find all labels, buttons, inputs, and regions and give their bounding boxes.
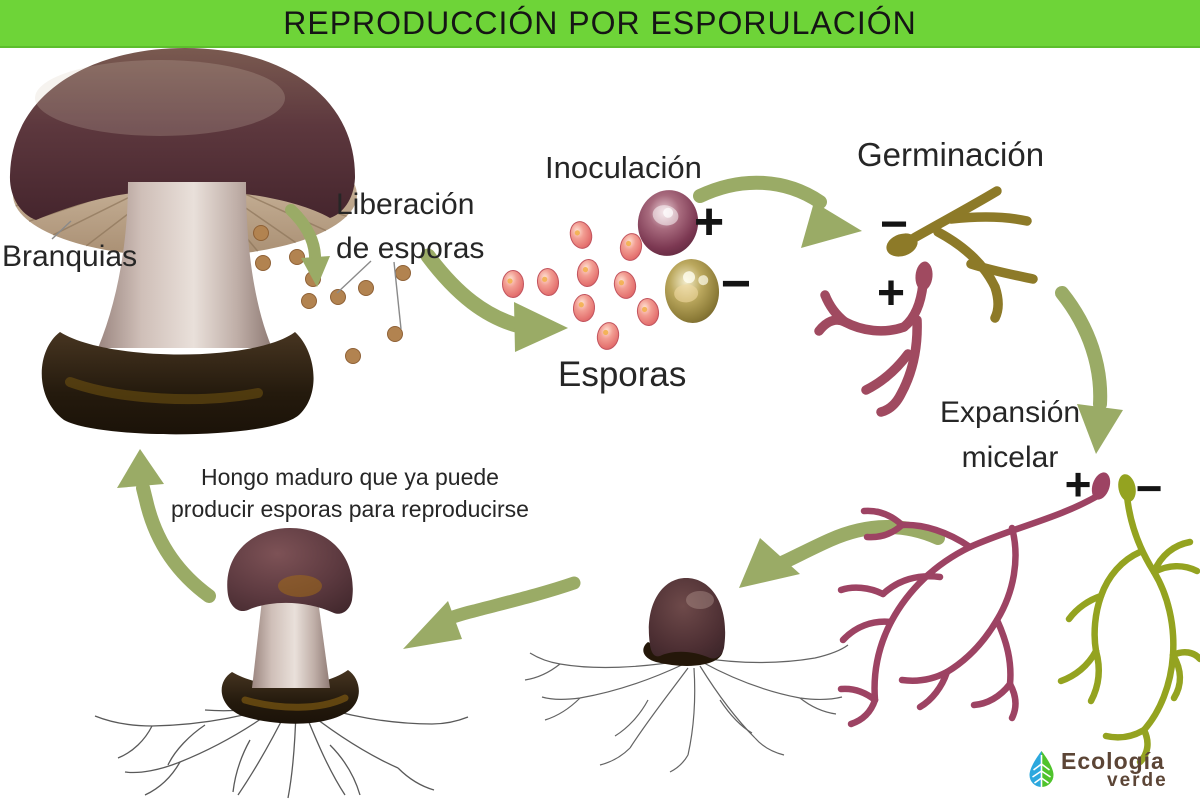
minus-spore xyxy=(664,259,720,323)
title-bar: REPRODUCCIÓN POR ESPORULACIÓN xyxy=(0,0,1200,48)
brand-logo: Ecología verde xyxy=(1028,750,1168,790)
young-base-streak xyxy=(241,694,349,711)
mycelium-expansion xyxy=(837,472,1200,766)
expansion-plus-sign: + xyxy=(1064,458,1092,510)
young-mushroom xyxy=(94,528,469,799)
mycelium-minus xyxy=(1057,474,1200,766)
inoculation-minus-sign: − xyxy=(720,255,752,313)
young-cap xyxy=(227,528,353,614)
label-mature-description: Hongo maduro que ya puede producir espor… xyxy=(165,461,535,525)
expansion-minus-sign: − xyxy=(1135,462,1163,514)
label-mature-line2: producir esporas para reproducirse xyxy=(171,496,529,522)
brand-sub: verde xyxy=(1107,770,1168,791)
mushroom-base xyxy=(41,332,314,435)
leaf-drop-icon xyxy=(1029,751,1054,787)
label-germinacion: Germinación xyxy=(857,136,1045,173)
primordium-sheen xyxy=(686,591,714,609)
arrow-young-to-mature xyxy=(117,449,216,603)
inoculation-plus-sign: + xyxy=(693,193,725,251)
cap-sheen xyxy=(35,60,285,136)
brand-name: Ecología xyxy=(1061,748,1165,774)
germination-plus-sign: + xyxy=(876,267,906,320)
germination-minus-sign: − xyxy=(879,198,909,251)
mushroom-stem xyxy=(98,182,272,348)
cycle-arrows xyxy=(117,175,1123,649)
germination-hyphae xyxy=(814,186,1038,417)
brand-wordmark: Ecología verde xyxy=(1061,748,1168,791)
label-expansion: Expansión micelar xyxy=(940,390,1080,480)
label-expansion-line1: Expansión xyxy=(940,396,1081,429)
plus-spore xyxy=(637,190,699,256)
young-cap-amber xyxy=(278,575,322,597)
mature-mushroom-illustration xyxy=(9,48,357,435)
label-inoculacion: Inoculación xyxy=(545,150,702,185)
label-esporas: Esporas xyxy=(558,355,687,394)
spores-cluster xyxy=(502,221,660,350)
primordium-cap xyxy=(648,578,726,659)
arrow-primordium-to-young xyxy=(403,576,581,649)
label-liberacion: Liberación de esporas xyxy=(336,183,484,271)
primordium-roots xyxy=(524,644,849,773)
primordium-mushroom xyxy=(524,578,849,773)
page-title: REPRODUCCIÓN POR ESPORULACIÓN xyxy=(283,4,917,41)
arrow-cap-to-dots xyxy=(285,204,330,287)
label-expansion-line2: micelar xyxy=(961,441,1059,474)
label-liberacion-line2: de esporas xyxy=(336,232,485,265)
branquias-pointer-line xyxy=(51,220,72,240)
base-amber-streak xyxy=(65,377,263,405)
arrow-expansion-to-primordium xyxy=(739,520,945,588)
label-mature-line1: Hongo maduro que ya puede xyxy=(201,464,499,490)
label-branquias: Branquias xyxy=(2,240,138,273)
inoculation-spores xyxy=(637,190,720,323)
mushroom-cap xyxy=(9,48,356,220)
arrow-inoculation-to-germination xyxy=(693,175,862,248)
plus-hypha xyxy=(814,261,933,417)
esporas-pointer-line-1 xyxy=(336,260,372,294)
esporas-pointer-line-2 xyxy=(393,261,402,330)
mycelium-plus xyxy=(837,472,1111,728)
pointer-lines xyxy=(51,220,402,330)
arrow-germination-to-expansion xyxy=(1055,286,1123,454)
young-stem xyxy=(252,600,330,688)
label-liberacion-line1: Liberación xyxy=(336,188,475,221)
minus-hypha xyxy=(886,186,1038,323)
arrow-dots-to-spores xyxy=(420,248,568,352)
